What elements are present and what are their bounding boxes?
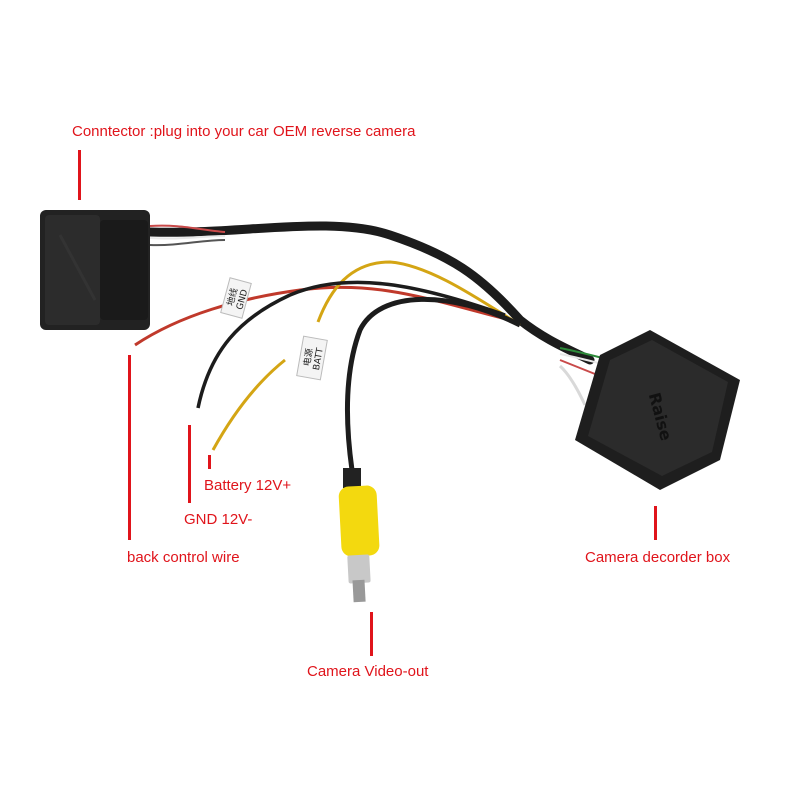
- gnd-marker: [188, 425, 191, 503]
- back-control-wire: [134, 285, 511, 347]
- connector-marker: [78, 150, 81, 200]
- battery-wire: [316, 260, 521, 327]
- camera-decoder-box: Raise: [575, 330, 740, 490]
- batt-tag-cn: 电源: [301, 347, 316, 367]
- oem-connector: [40, 210, 150, 330]
- gnd-callout: GND 12V-: [184, 511, 253, 528]
- battery-callout: Battery 12V+: [204, 477, 292, 494]
- batt-wire-tag: 电源 BATT: [296, 335, 328, 381]
- back-control-marker: [128, 355, 131, 540]
- decoder-marker: [654, 506, 657, 540]
- decoder-box-callout: Camera decorder box: [585, 549, 731, 566]
- battery-marker: [208, 455, 211, 469]
- gnd-wire-tag: 地线 GND: [220, 277, 252, 319]
- video-cable: [344, 296, 522, 471]
- video-out-callout: Camera Video-out: [307, 663, 429, 680]
- batt-tag-en: BATT: [312, 347, 326, 371]
- connector-callout: Conntector :plug into your car OEM rever…: [72, 123, 416, 140]
- back-control-callout: back control wire: [127, 549, 240, 566]
- rca-video-connector: [338, 468, 380, 603]
- main-harness-cable: [145, 221, 595, 365]
- gnd-wire: [196, 280, 506, 409]
- video-out-marker: [370, 612, 373, 656]
